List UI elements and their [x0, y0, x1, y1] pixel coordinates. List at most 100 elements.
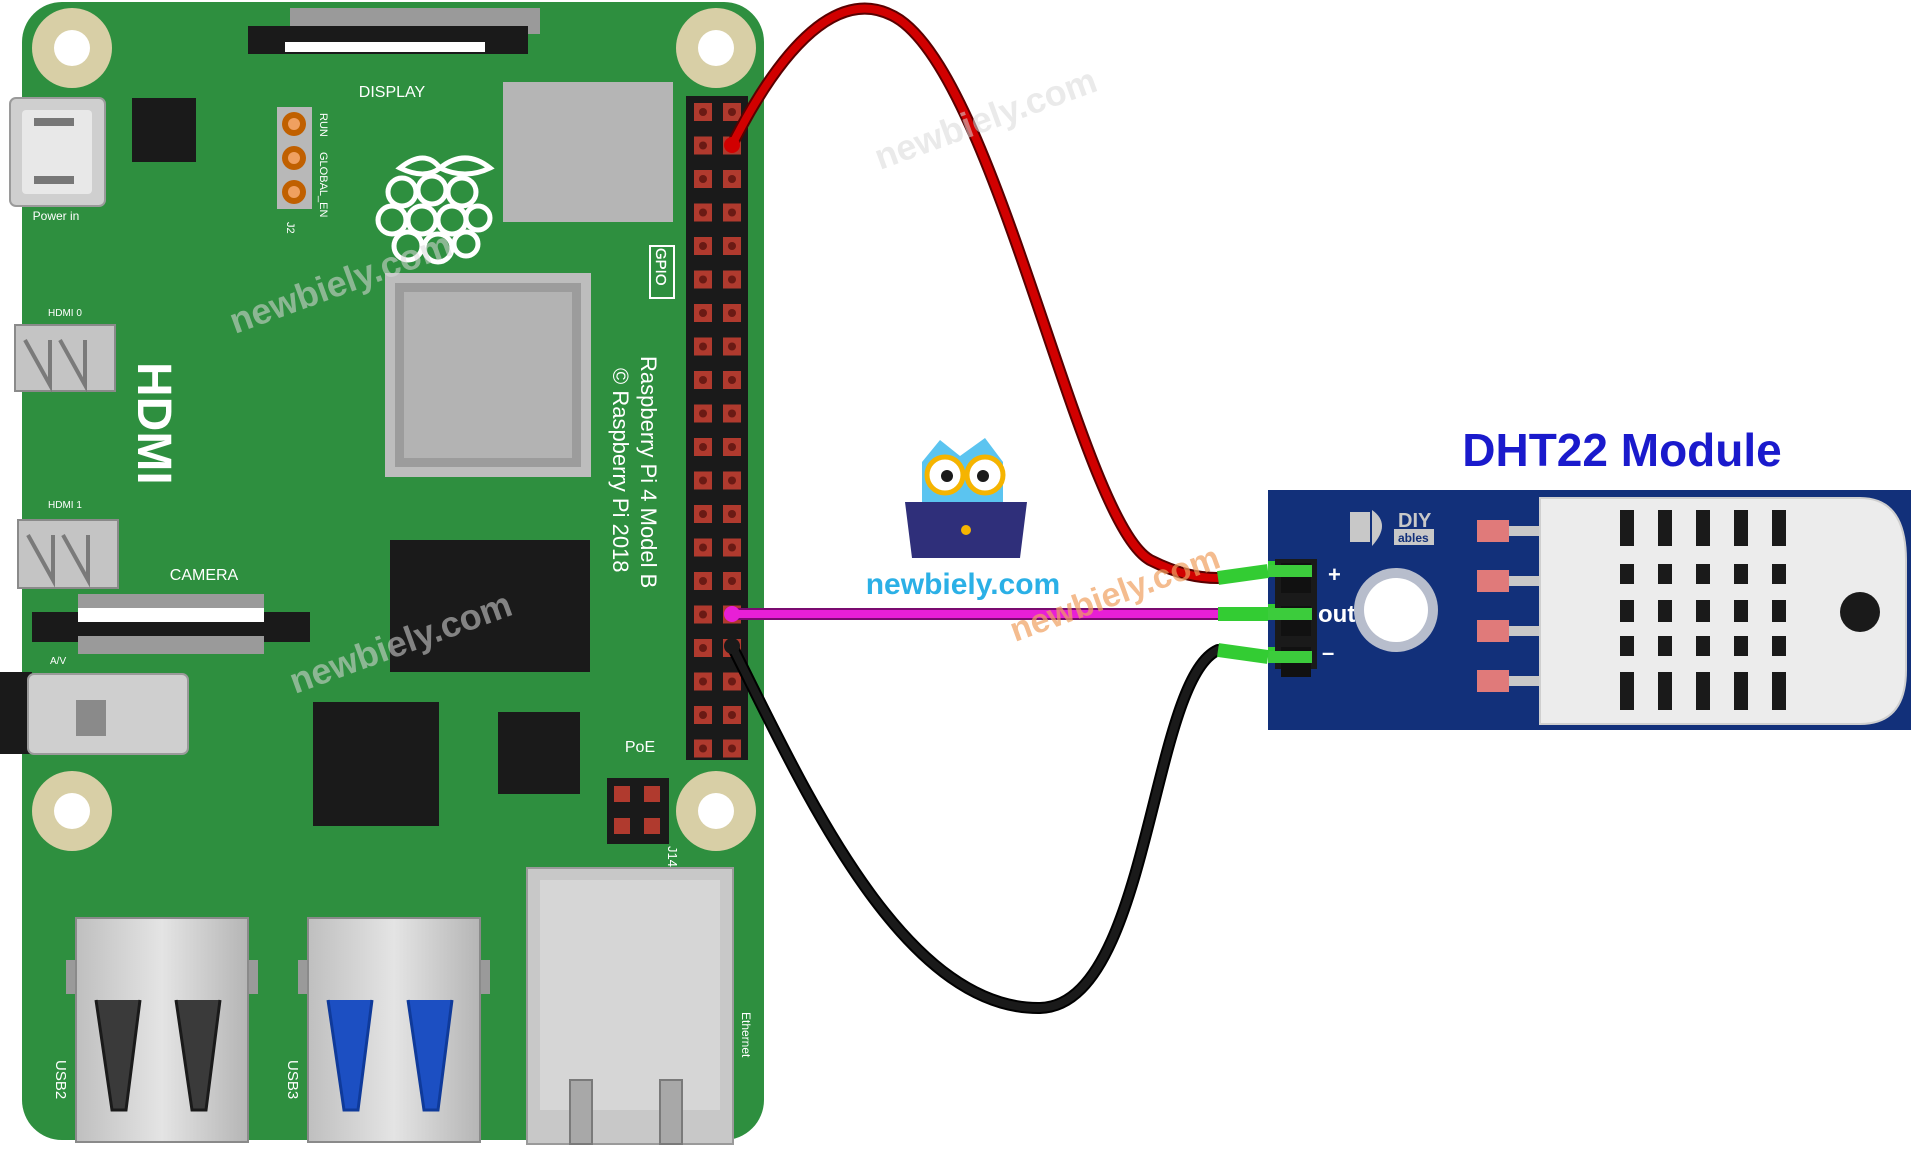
gpio-pin-hole [699, 108, 707, 116]
j2-label: J2 [284, 222, 296, 234]
camera-connector: CAMERA [32, 567, 310, 654]
wires [724, 2, 1269, 1015]
gpio-pin-hole [728, 476, 736, 485]
gpio-pin-hole [699, 141, 707, 150]
gpio-pin-hole [728, 342, 736, 351]
grille-slot [1620, 600, 1634, 622]
model-label: Raspberry Pi 4 Model B [636, 356, 661, 588]
sensor-leads [1477, 520, 1539, 692]
ethernet-label: Ethernet [739, 1012, 753, 1058]
gpio-pin-hole [728, 744, 736, 753]
grille-slot [1658, 564, 1672, 584]
raspberry-pi-board: DISPLAY Power in RUN GLOBAL_EN J2 [0, 2, 764, 1145]
pmic-chip [498, 712, 580, 794]
gpio-pin-hole [699, 577, 707, 585]
gnd-wire [728, 642, 1222, 1013]
gpio-pin-hole [699, 476, 707, 485]
dht22-sensor-body [1539, 497, 1907, 725]
gpio-pin-hole [728, 108, 736, 116]
run-label: RUN [317, 113, 329, 137]
global-en-label: GLOBAL_EN [317, 152, 329, 217]
gpio-pin-hole [699, 711, 707, 719]
hdmi0-label: HDMI 0 [48, 308, 82, 319]
grille-slot [1734, 564, 1748, 584]
grille-slot [1696, 564, 1710, 584]
soc-chip [385, 273, 591, 477]
j14-label: J14 [665, 846, 680, 867]
newbiely-logo-text: newbiely.com [866, 568, 1061, 601]
gpio-pin-hole [728, 677, 736, 686]
dht22-module: DHT22 Module DIY ables + out – [1268, 424, 1911, 730]
sensor-grille [1620, 510, 1786, 710]
grille-slot [1734, 510, 1748, 546]
grille-slot [1696, 636, 1710, 656]
grille-slot [1658, 510, 1672, 546]
raspberry-logo-icon [375, 155, 495, 265]
display-label: DISPLAY [359, 84, 426, 101]
brand-top: DIY [1398, 510, 1432, 532]
gpio-pin-hole [699, 208, 707, 217]
gpio-pin-hole [728, 409, 736, 418]
grille-slot [1772, 564, 1786, 584]
grille-slot [1734, 636, 1748, 656]
gpio-pin-hole [728, 242, 736, 250]
dht22-title: DHT22 Module [1462, 424, 1781, 476]
poe-header: PoE J14 [607, 739, 680, 867]
grille-slot [1620, 636, 1634, 656]
mounting-holes [32, 8, 756, 851]
gpio-pin-hole [728, 577, 736, 585]
grille-slot [1658, 672, 1672, 710]
usb2-label: USB2 [52, 1060, 69, 1099]
grille-slot [1734, 600, 1748, 622]
gpio-pin-hole [728, 275, 736, 284]
ethernet-chip [313, 702, 439, 826]
grille-slot [1658, 600, 1672, 622]
dht22-header: + out – [1268, 559, 1355, 677]
grille-slot [1772, 672, 1786, 710]
diyables-logo: DIY ables [1350, 510, 1434, 546]
power-in-port: Power in [9, 97, 106, 223]
gpio-pin-hole [699, 409, 707, 418]
power-in-label: Power in [33, 209, 80, 223]
display-connector: DISPLAY [248, 8, 540, 101]
gpio-pin-hole [728, 543, 736, 552]
gpio-pin-hole [728, 443, 736, 451]
gpio-pin-hole [699, 275, 707, 284]
owl-icon [905, 438, 1027, 558]
ethernet-port: Ethernet [526, 867, 753, 1145]
pin-plus-label: + [1328, 562, 1341, 587]
gpio-pin-hole [699, 610, 707, 619]
grille-slot [1620, 672, 1634, 710]
grille-slot [1696, 510, 1710, 546]
gpio-pin-hole [699, 175, 707, 183]
gpio-pin-hole [699, 309, 707, 317]
gpio-pin-hole [699, 443, 707, 451]
usb2-port: USB2 [52, 917, 258, 1143]
hdmi-label: HDMI [127, 362, 180, 485]
gpio-pin-hole [699, 510, 707, 518]
grille-slot [1658, 636, 1672, 656]
av-label: A/V [50, 656, 66, 667]
camera-label: CAMERA [170, 567, 239, 584]
gpio-pin-hole [728, 309, 736, 317]
grille-slot [1734, 672, 1748, 710]
brand-bottom: ables [1398, 531, 1429, 545]
gpio-pin-hole [728, 510, 736, 518]
grille-slot [1772, 636, 1786, 656]
gpio-pin-hole [699, 242, 707, 250]
poe-label: PoE [625, 739, 655, 756]
gpio-pin-hole [728, 208, 736, 217]
usb3-label: USB3 [284, 1060, 301, 1099]
grille-slot [1620, 564, 1634, 584]
ram-chip [503, 82, 673, 222]
gpio-pin-hole [728, 376, 736, 384]
grille-slot [1620, 510, 1634, 546]
usb-controller-chip [390, 540, 590, 672]
av-jack: A/V [0, 656, 189, 755]
gpio-pin-hole [699, 342, 707, 351]
gpio-pin-hole [728, 175, 736, 183]
grille-slot [1772, 600, 1786, 622]
hdmi-ports: HDMI 0 HDMI 1 HDMI [14, 308, 180, 589]
grille-slot [1696, 600, 1710, 622]
